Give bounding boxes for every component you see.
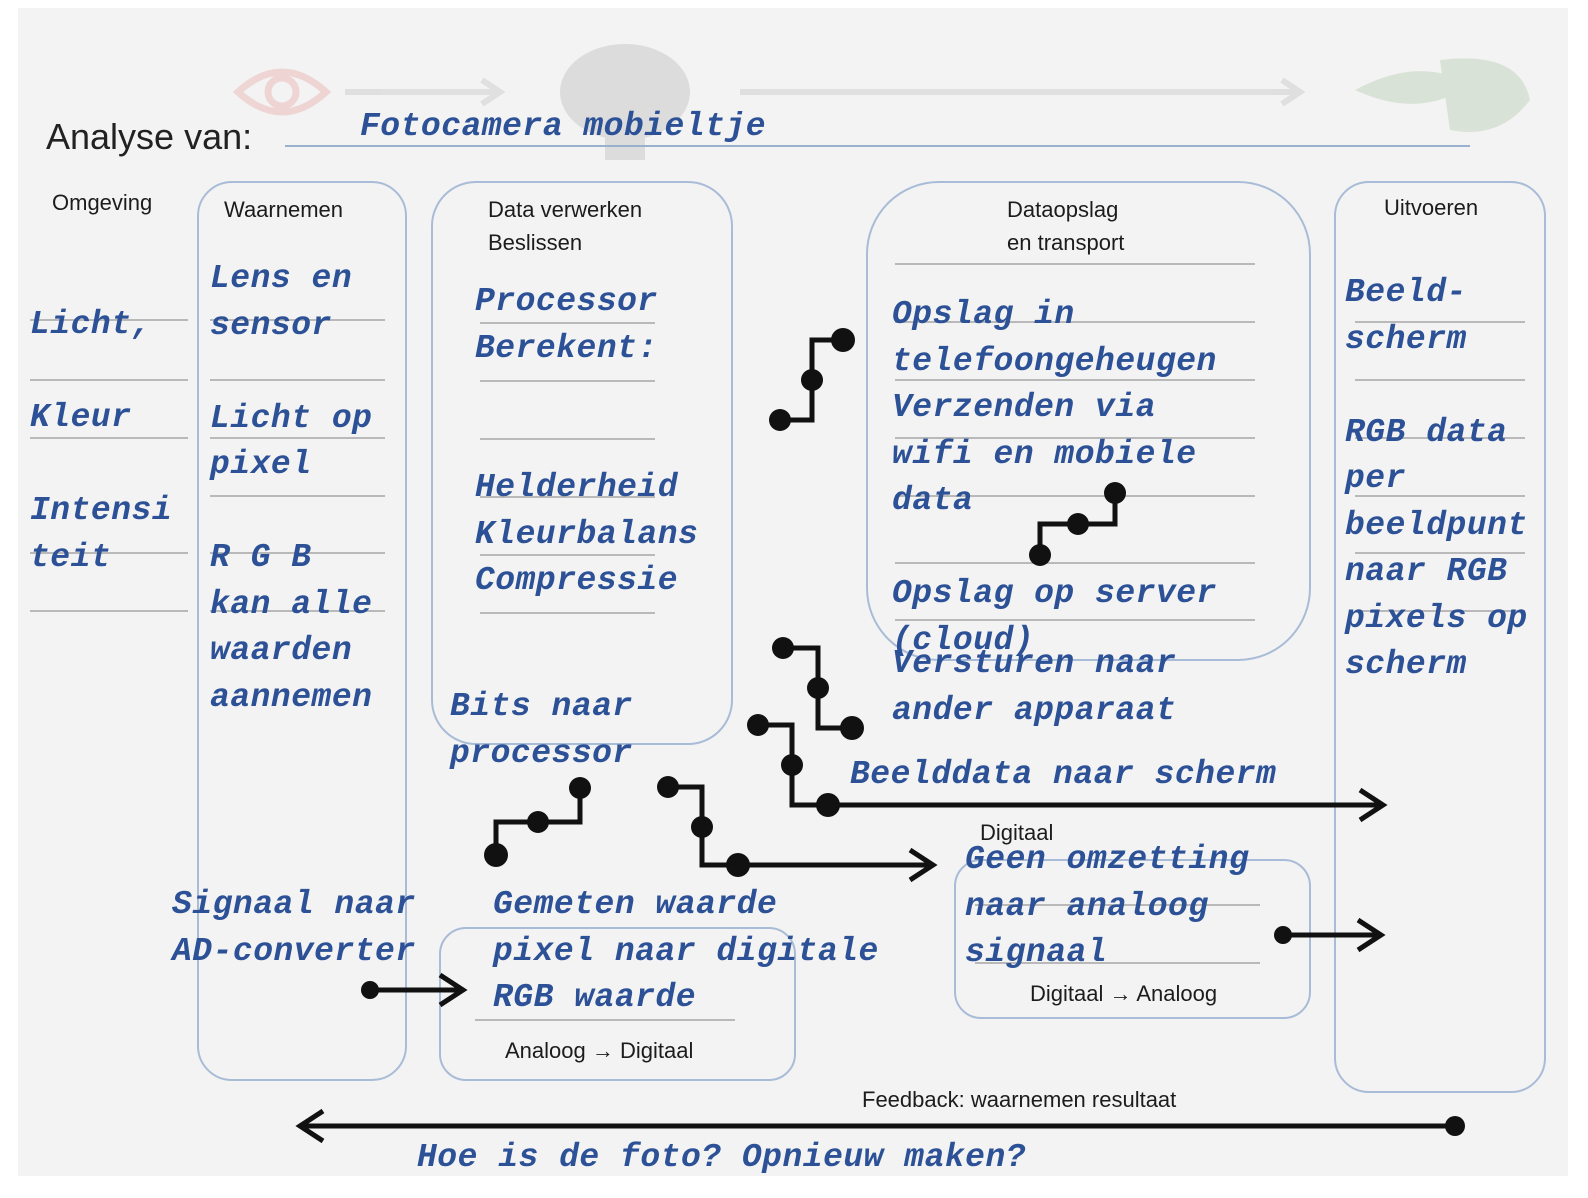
- mouth-hand-icon: [1355, 58, 1530, 133]
- arrow-heads: [295, 787, 1388, 1144]
- column-opslag: Dataopslag en transport: [1007, 197, 1125, 255]
- brain-icon: [560, 44, 690, 160]
- column-uitvoeren: Uitvoeren: [1384, 195, 1479, 220]
- header-arrow-1: [345, 77, 506, 107]
- note-geen-omzetting: Geen omzetting naar analoog signaal: [965, 841, 1250, 971]
- analyse-label: Analyse van:: [46, 116, 253, 157]
- box-verwerken: [431, 181, 733, 745]
- box-opslag: [866, 181, 1311, 661]
- box-da-converter: [954, 859, 1311, 1019]
- note-versturen: Versturen naar ander apparaat: [892, 645, 1177, 729]
- note-opslag: Opslag in telefoongeheugen Verzenden via…: [892, 296, 1217, 659]
- note-omgeving: Licht, Kleur Intensi teit: [30, 306, 173, 576]
- box-uitvoeren: [1334, 181, 1546, 1093]
- converter-ad-label: Analoog → Digitaal: [505, 1038, 694, 1063]
- converter-da-label: Digitaal → Analoog: [1030, 981, 1218, 1006]
- writing-lines: [30, 263, 1525, 1021]
- column-waarnemen: Waarnemen: [224, 197, 344, 222]
- note-gemeten: Gemeten waarde pixel naar digitale RGB w…: [493, 886, 879, 1016]
- note-uitvoeren: Beeld- scherm RGB data per beeldpunt naa…: [1345, 274, 1528, 683]
- note-feedback-vraag: Hoe is de foto? Opnieuw maken?: [417, 1139, 1027, 1176]
- box-waarnemen: [197, 181, 407, 1081]
- connector-dots: [361, 328, 1465, 1136]
- digitaal-label: Digitaal: [980, 820, 1054, 845]
- connector-beelddata: [758, 722, 1380, 808]
- note-waarnemen: Lens en sensor Licht op pixel R G B kan …: [210, 260, 373, 716]
- note-verwerken: Processor Berekent: Helderheid Kleurbala…: [475, 283, 699, 599]
- feedback-label: Feedback: waarnemen resultaat: [862, 1087, 1177, 1112]
- note-beelddata: Beelddata naar scherm: [850, 756, 1277, 793]
- subject-note: Fotocamera mobieltje: [360, 108, 767, 145]
- note-bits: Bits naar processor: [450, 688, 633, 772]
- header-icons: [232, 44, 1530, 160]
- column-omgeving: Omgeving: [52, 190, 153, 215]
- column-verwerken: Data verwerken Beslissen: [488, 197, 643, 255]
- header-arrow-2: [740, 77, 1306, 107]
- note-signaal: Signaal naar AD-converter: [172, 886, 416, 970]
- connector-digitaal: [668, 784, 930, 868]
- eye-icon: [232, 68, 332, 116]
